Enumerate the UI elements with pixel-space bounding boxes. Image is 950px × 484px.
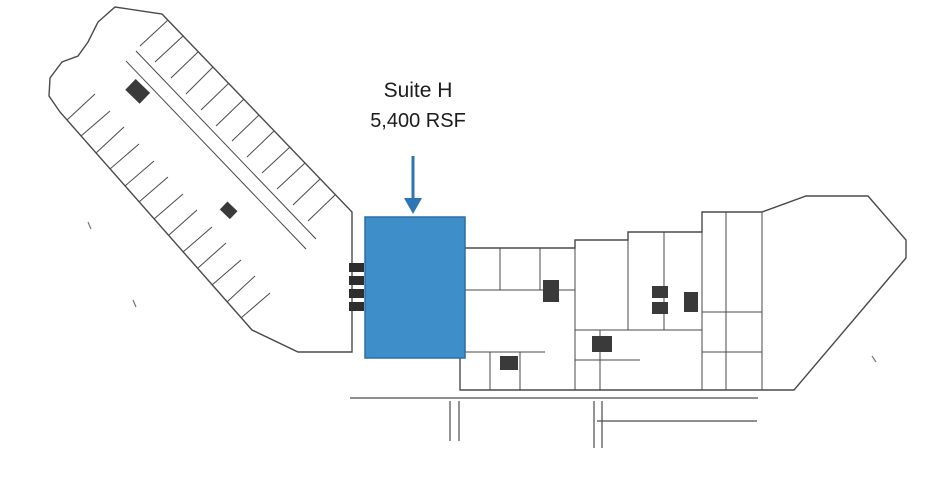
suite-name: Suite H [383, 79, 453, 102]
main-block [459, 195, 907, 391]
arrow-head [404, 198, 422, 214]
wing-room-dividers-upper [139, 19, 336, 222]
wing-room-dividers-lower [66, 93, 271, 319]
scan-marks [87, 221, 877, 363]
suite-size: 5,400 RSF [370, 110, 466, 132]
suite-h-highlight [364, 216, 466, 359]
suite-label: Suite H 5,400 RSF [338, 76, 498, 136]
site-lines [350, 397, 758, 448]
suite-entry-cores [349, 263, 364, 311]
main-block-interior-walls [460, 212, 763, 390]
main-block-outline [459, 195, 907, 391]
wing-service-cores [125, 79, 238, 220]
main-block-service-cores [500, 280, 698, 370]
suite-pointer-arrow-icon [404, 156, 422, 214]
diagonal-wing-outline [48, 6, 353, 353]
wing-corridor-lines [125, 50, 317, 250]
diagonal-wing [48, 6, 353, 353]
